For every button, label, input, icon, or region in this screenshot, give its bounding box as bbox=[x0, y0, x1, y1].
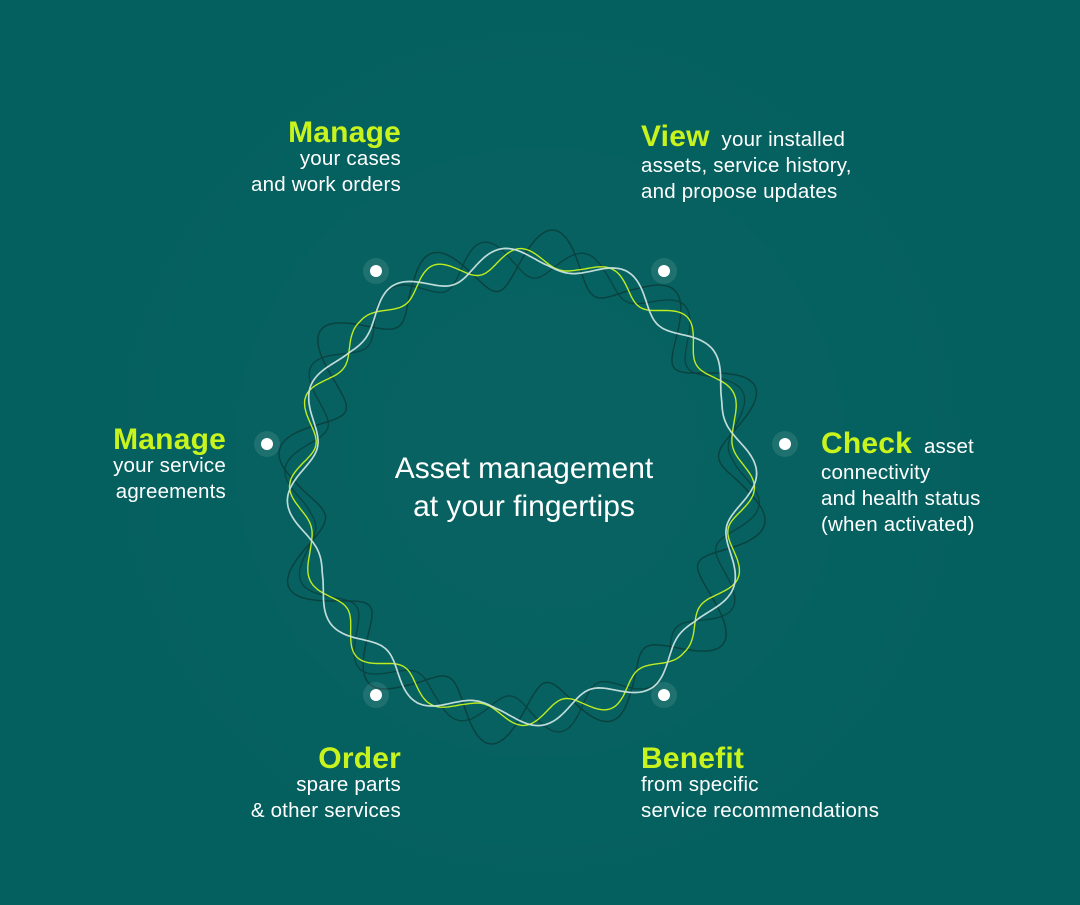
feature-heading: Check bbox=[821, 427, 913, 460]
feature-manage-agreements: Manage your service agreements bbox=[113, 423, 226, 505]
feature-text-line: from specific bbox=[641, 773, 759, 796]
wave-light bbox=[286, 247, 758, 727]
wave-lines bbox=[278, 229, 766, 745]
feature-text-line: service recommendations bbox=[641, 799, 880, 822]
feature-text-line: and work orders bbox=[251, 173, 401, 196]
feature-check-health: Check asset connectivity and health stat… bbox=[821, 429, 981, 538]
feature-inline-text: your installed bbox=[721, 128, 846, 151]
feature-text-line: agreements bbox=[115, 480, 226, 503]
feature-heading: Manage bbox=[113, 423, 226, 456]
center-title-line-1: Asset management bbox=[394, 452, 654, 485]
feature-text-line: your cases bbox=[299, 147, 401, 170]
node-dot-right bbox=[772, 431, 798, 457]
feature-order-parts: Order spare parts & other services bbox=[250, 742, 401, 824]
feature-text-line: and health status bbox=[821, 487, 981, 510]
node-dot-top-left bbox=[363, 258, 389, 284]
feature-text-line: connectivity bbox=[821, 461, 931, 484]
feature-text-line: assets, service history, bbox=[641, 154, 852, 177]
feature-view-assets: View your installed assets, service hist… bbox=[641, 122, 852, 205]
feature-text-line: spare parts bbox=[296, 773, 401, 796]
center-title-line-2: at your fingertips bbox=[413, 490, 635, 523]
feature-heading: Manage bbox=[288, 116, 401, 149]
feature-manage-cases: Manage your cases and work orders bbox=[251, 116, 401, 198]
feature-text-line: & other services bbox=[250, 799, 401, 822]
feature-heading: Order bbox=[318, 742, 401, 775]
feature-inline-text: asset bbox=[923, 435, 974, 458]
feature-heading: View bbox=[641, 120, 710, 153]
node-dot-bottom-left bbox=[363, 682, 389, 708]
feature-text-line: (when activated) bbox=[821, 513, 975, 536]
node-dot-top-right bbox=[651, 258, 677, 284]
node-dot-left bbox=[254, 431, 280, 457]
feature-text-line: and propose updates bbox=[641, 180, 838, 203]
center-title: Asset management at your fingertips bbox=[340, 450, 708, 526]
feature-heading: Benefit bbox=[641, 742, 745, 775]
feature-benefit-recommendations: Benefit from specific service recommenda… bbox=[641, 742, 880, 824]
feature-text-line: your service bbox=[113, 454, 226, 477]
node-dot-bottom-right bbox=[651, 682, 677, 708]
wave-accent bbox=[288, 247, 756, 727]
wave-dark-outer bbox=[278, 229, 766, 745]
